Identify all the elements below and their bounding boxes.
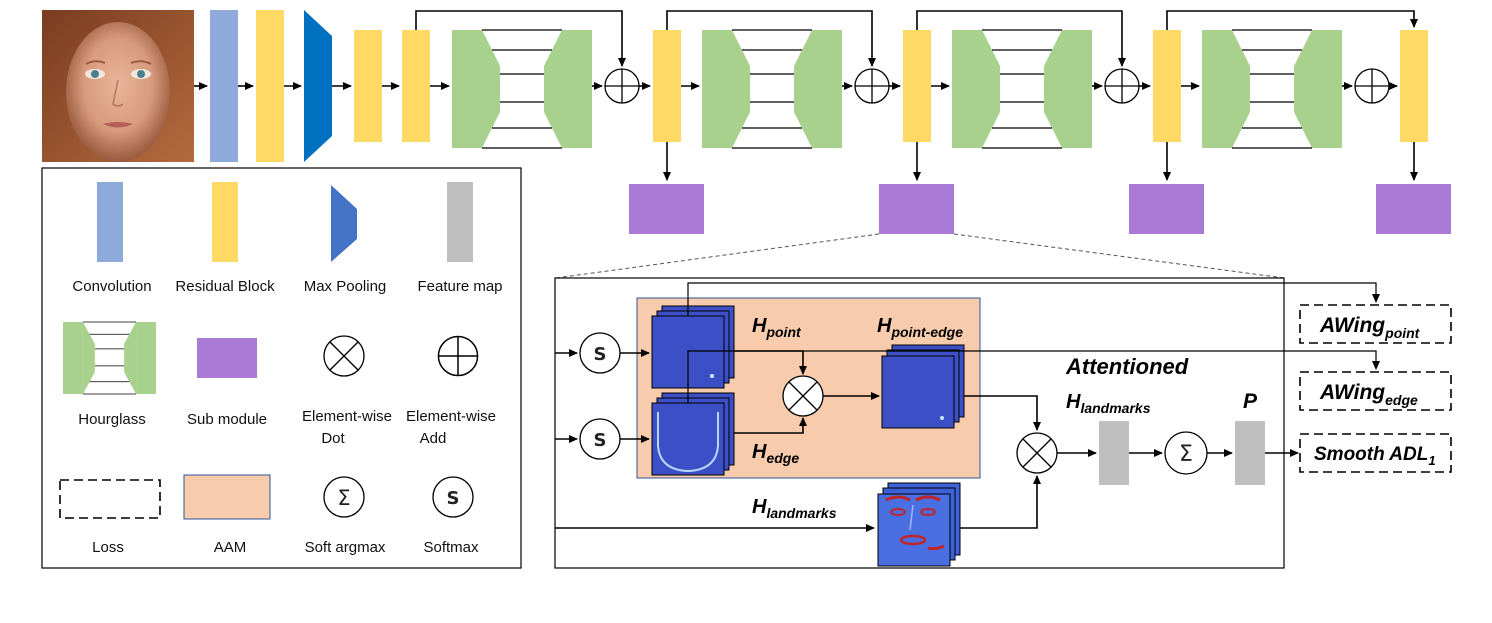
legend-residual-label: Residual Block [175,278,275,295]
legend-element-wise-add-label-1: Element-wise [406,408,496,425]
legend-element-wise-dot-label-2: Dot [321,430,345,447]
hourglass-3 [951,29,1093,149]
legend-element-wise-add-symbol [437,335,479,377]
residual-block-4 [1400,30,1428,142]
add-op-3 [1104,68,1140,104]
legend-element-wise-dot-label-1: Element-wise [302,408,392,425]
stem-residual-block-3 [402,30,430,142]
legend-sub-module-label: Sub module [187,411,267,428]
zoom-line-right [953,233,1285,279]
h-edge-to-awing-edge [687,350,1380,403]
legend-element-wise-dot-symbol [323,335,365,377]
legend-soft-argmax-symbol [323,476,365,518]
legend-loss-swatch [59,479,161,519]
loss-awing-point: AWingpoint [1299,304,1452,344]
h-point-heatmaps [651,305,735,389]
legend-element-wise-add-label-2: Add [420,430,447,447]
residual-block-2 [903,30,931,142]
sub-module-4 [1376,184,1451,234]
legend-softmax-symbol [432,476,474,518]
sub-module-3 [1129,184,1204,234]
sub-module-2 [879,184,954,234]
attentioned-label: Attentioned [1065,354,1189,379]
loss-awing-edge: AWingedge [1299,371,1452,411]
hourglass-2 [701,29,843,149]
sub-module-1 [629,184,704,234]
legend-aam-swatch [183,474,271,520]
add-op-1 [604,68,640,104]
stem-max-pooling-block [304,10,332,162]
loss-smooth-adl: Smooth ADL1 [1299,433,1452,473]
softmax-op-point-label: S [594,344,607,365]
stem-convolution-block [210,10,238,162]
softmax-op-edge-label: S [594,430,607,451]
attentioned-feature-map [1099,421,1129,485]
multiply-op-landmarks [1016,432,1058,474]
multiply-op-point-edge [782,375,824,417]
hourglass-4 [1201,29,1343,149]
legend-max-pooling-swatch [331,185,357,262]
skip-connection-4 [1166,10,1418,30]
residual-block-1 [653,30,681,142]
h-point-edge-heatmaps [881,344,965,429]
add-op-4 [1354,68,1390,104]
input-face-image [42,10,194,162]
legend-soft-argmax-label: Soft argmax [305,539,386,556]
loss-awing-edge-label: AWingedge [1319,381,1418,408]
add-op-2 [854,68,890,104]
loss-awing-point-label: AWingpoint [1319,314,1421,341]
zoom-line-left [555,233,880,279]
h-point-label: Hpoint [752,315,802,340]
legend-loss-label: Loss [92,539,124,556]
legend-convolution-swatch [97,182,123,262]
soft-argmax-op-label: Σ [1179,442,1193,467]
p-feature-map [1235,421,1265,485]
hourglass-1 [451,29,593,149]
legend-hourglass-label: Hourglass [78,411,146,428]
skip-connection-1 [415,10,626,67]
legend-residual-swatch [212,182,238,262]
legend-feature-map-label: Feature map [417,278,502,295]
legend-softmax-s: S [447,488,460,509]
h-point-edge-label: Hpoint-edge [877,315,963,340]
legend-convolution-label: Convolution [72,278,151,295]
legend-sub-module-swatch [197,338,257,378]
attentioned-h-label: Hlandmarks [1066,391,1151,416]
skip-connection-3 [916,10,1126,67]
h-point-to-awing-point [687,282,1380,316]
legend-soft-argmax-sigma: Σ [337,486,350,510]
h-landmarks-label: Hlandmarks [752,496,837,521]
residual-block-3 [1153,30,1181,142]
stem-residual-block-2 [354,30,382,142]
legend-aam-label: AAM [214,539,247,556]
legend-feature-map-swatch [447,182,473,262]
p-label: P [1243,390,1258,413]
legend-softmax-label: Softmax [423,539,479,556]
h-edge-label: Hedge [752,441,799,466]
legend-max-pooling-label: Max Pooling [304,278,387,295]
aam-detail: S S Hpoint Hedge [554,277,1380,569]
skip-connection-2 [666,10,876,67]
stem-residual-block [256,10,284,162]
legend: Convolution Residual Block Max Pooling F… [41,167,522,569]
h-landmarks-heatmaps [877,482,961,567]
loss-smooth-adl-label: Smooth ADL1 [1314,444,1436,468]
h-edge-heatmaps [651,392,735,476]
